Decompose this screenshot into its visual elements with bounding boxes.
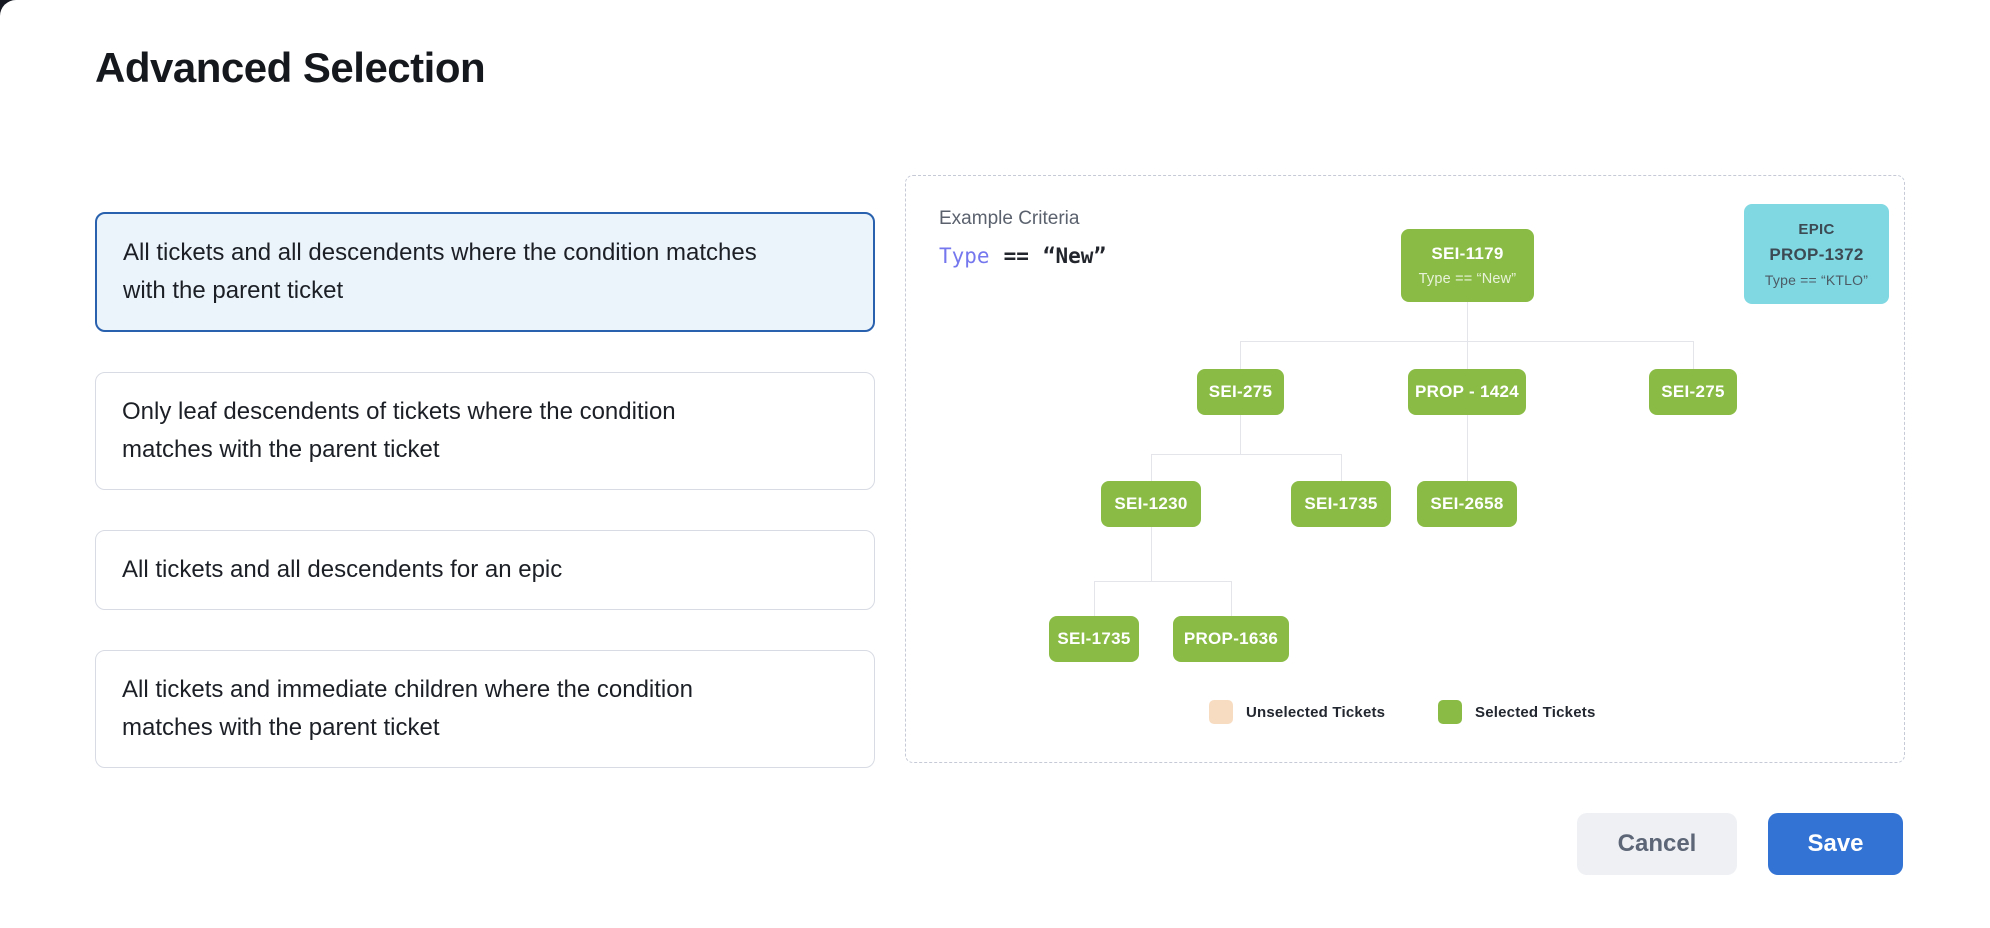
- option-label: Only leaf descendents of tickets where t…: [122, 398, 676, 463]
- criteria-expression: Type == “New”: [939, 244, 1106, 268]
- epic-id: PROP-1372: [1769, 244, 1864, 264]
- tree-node-label: SEI-275: [1661, 382, 1725, 401]
- tree-node-label: PROP-1636: [1183, 629, 1279, 648]
- legend-selected: Selected Tickets: [1438, 700, 1596, 724]
- unselected-swatch: [1209, 700, 1233, 724]
- tree-node-label: SEI-1735: [1304, 494, 1378, 513]
- tree-connector: [1467, 341, 1468, 369]
- legend-label: Selected Tickets: [1475, 703, 1596, 721]
- tree-connector: [1240, 341, 1693, 342]
- tree-node-label: SEI-1735: [1057, 629, 1131, 648]
- tree-node-label: SEI-1230: [1114, 494, 1188, 513]
- selection-options-list: All tickets and all descendents where th…: [95, 212, 875, 768]
- example-criteria-heading: Example Criteria: [939, 208, 1080, 229]
- option-all-descendents-epic[interactable]: All tickets and all descendents for an e…: [95, 530, 875, 610]
- tree-node: SEI-1735: [1291, 481, 1391, 527]
- tree-node: SEI-2658: [1417, 481, 1517, 527]
- legend-label: Unselected Tickets: [1246, 703, 1386, 721]
- tree-node-criteria: Type == “New”: [1418, 271, 1517, 287]
- tree-connector: [1341, 454, 1342, 481]
- tree-node: PROP-1636: [1173, 616, 1289, 662]
- tree-node-root: SEI-1179 Type == “New”: [1401, 229, 1534, 302]
- tree-connector: [1094, 581, 1095, 616]
- option-all-descendents-condition[interactable]: All tickets and all descendents where th…: [95, 212, 875, 332]
- tree-connector: [1231, 581, 1232, 616]
- tree-node-label: SEI-2658: [1430, 494, 1504, 513]
- cancel-button[interactable]: Cancel: [1577, 813, 1737, 875]
- tree-node-label: SEI-1179: [1431, 244, 1504, 263]
- option-label: All tickets and immediate children where…: [122, 676, 693, 741]
- tree-connector: [1693, 341, 1694, 369]
- epic-criteria: Type == “KTLO”: [1764, 271, 1869, 288]
- legend-unselected: Unselected Tickets: [1209, 700, 1385, 724]
- example-criteria-panel: Example Criteria Type == “New” SEI-1179 Ty…: [905, 175, 1905, 763]
- criteria-field: Type: [939, 244, 990, 268]
- option-label: All tickets and all descendents for an e…: [122, 556, 563, 583]
- option-leaf-descendents-condition[interactable]: Only leaf descendents of tickets where t…: [95, 372, 875, 490]
- tree-node: SEI-1230: [1101, 481, 1201, 527]
- criteria-value: “New”: [1042, 244, 1107, 268]
- tree-connector: [1094, 581, 1231, 582]
- tree-connector: [1240, 341, 1241, 369]
- tree-node-label: PROP - 1424: [1414, 382, 1520, 401]
- save-button[interactable]: Save: [1768, 813, 1903, 875]
- tree-connector: [1151, 454, 1152, 481]
- epic-card: EPIC PROP-1372 Type == “KTLO”: [1744, 204, 1889, 304]
- tree-node: PROP - 1424: [1408, 369, 1526, 415]
- option-label: All tickets and all descendents where th…: [123, 239, 757, 304]
- option-immediate-children-condition[interactable]: All tickets and immediate children where…: [95, 650, 875, 768]
- page-title: Advanced Selection: [95, 44, 486, 91]
- tree-connector: [1151, 527, 1152, 581]
- tree-connector: [1467, 302, 1468, 341]
- tree-node: SEI-275: [1649, 369, 1737, 415]
- tree-connector: [1240, 415, 1241, 454]
- criteria-operator: ==: [1003, 244, 1029, 268]
- tree-node-label: SEI-275: [1208, 382, 1273, 401]
- tree-node: SEI-275: [1197, 369, 1284, 415]
- tree-connector: [1151, 454, 1341, 455]
- tree-connector: [1467, 415, 1468, 481]
- epic-tag: EPIC: [1798, 220, 1835, 238]
- selected-swatch: [1438, 700, 1462, 724]
- tree-node: SEI-1735: [1049, 616, 1139, 662]
